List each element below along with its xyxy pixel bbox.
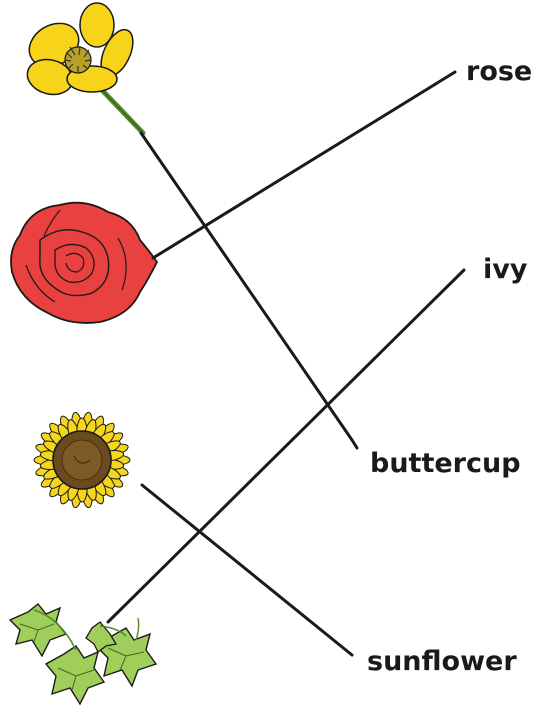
word-rose[interactable]: rose xyxy=(466,58,532,85)
sunflower-picture[interactable] xyxy=(34,412,130,509)
rose-picture[interactable] xyxy=(11,203,157,323)
word-ivy[interactable]: ivy xyxy=(483,256,527,283)
word-buttercup[interactable]: buttercup xyxy=(370,450,521,477)
match-lines xyxy=(108,72,464,655)
match-line-sunflower xyxy=(142,485,352,655)
match-line-buttercup xyxy=(141,133,352,440)
buttercup-picture[interactable] xyxy=(21,3,143,133)
word-sunflower[interactable]: sunflower xyxy=(367,648,517,675)
match-line-ivy xyxy=(108,270,464,622)
match-line-rose xyxy=(153,72,455,258)
ivy-picture[interactable] xyxy=(10,604,156,704)
